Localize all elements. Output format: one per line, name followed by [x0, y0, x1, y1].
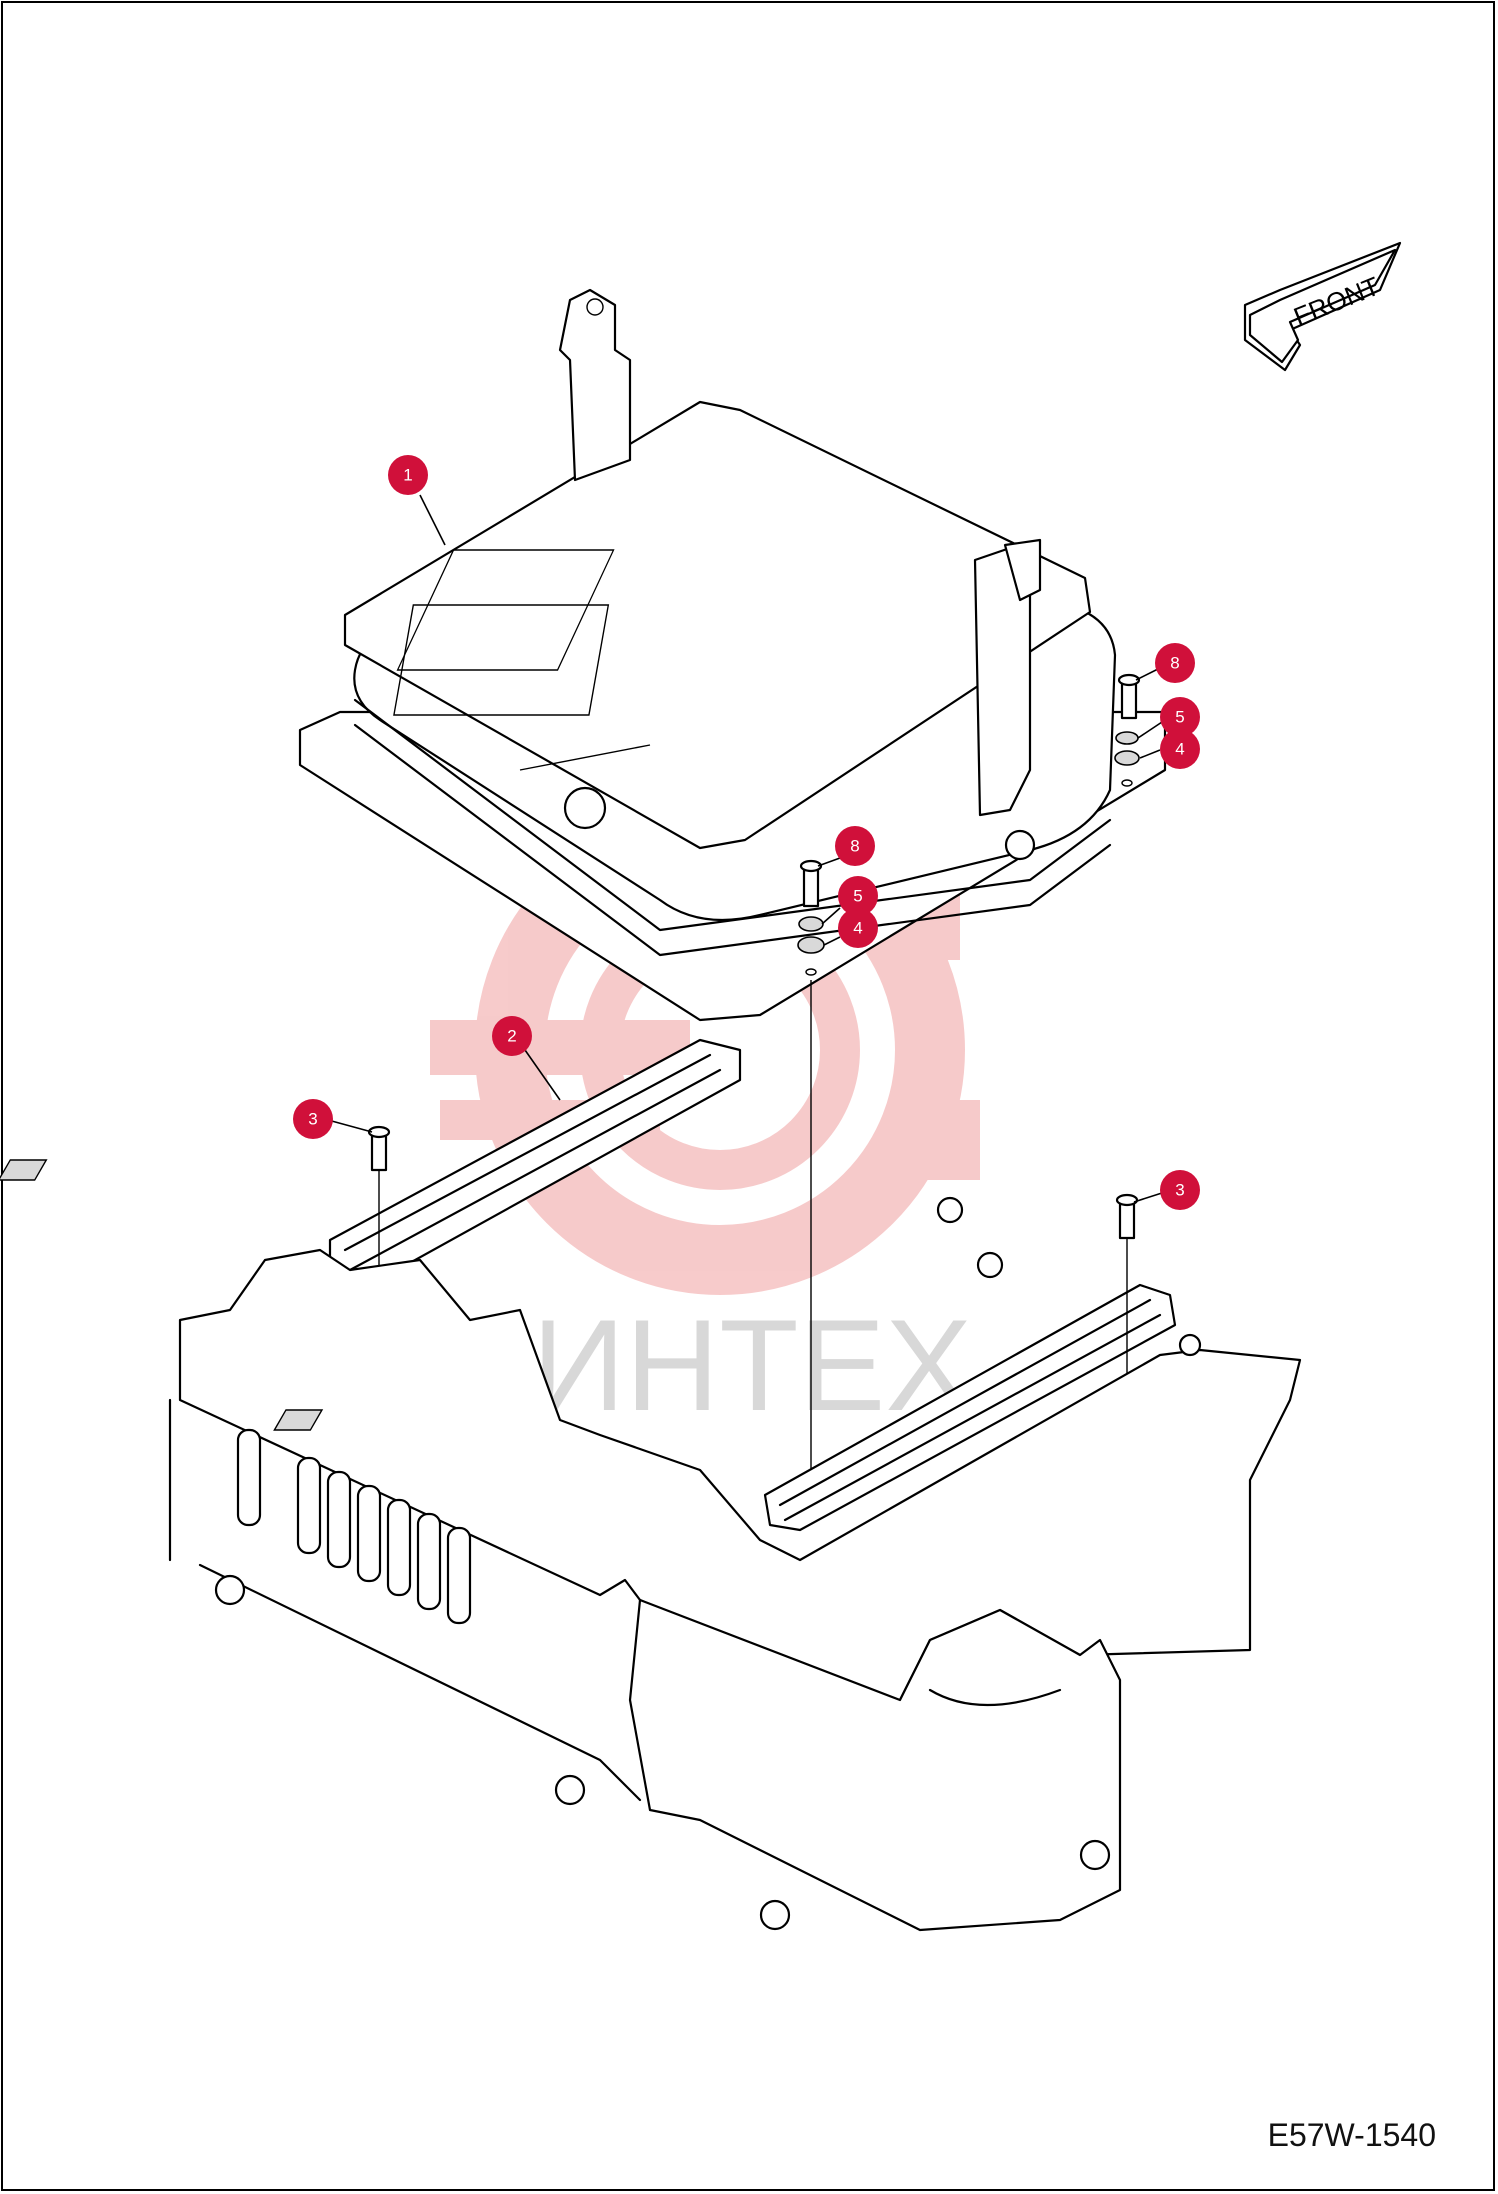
fastener-stack-right	[1114, 673, 1141, 787]
slide-rail-right	[763, 1283, 1177, 1532]
drawing-code: E57W-1540	[1267, 2117, 1436, 2153]
svg-text:8: 8	[850, 837, 859, 856]
callout-8-middle[interactable]: 8	[835, 826, 875, 866]
callout-1[interactable]: 1	[388, 455, 428, 495]
callout-4-right[interactable]: 4	[1160, 729, 1200, 769]
callout-4-middle[interactable]: 4	[838, 908, 878, 948]
svg-text:1: 1	[403, 466, 412, 485]
fastener-stack-middle	[797, 859, 825, 1490]
bolt-left	[367, 1125, 391, 1350]
svg-text:5: 5	[1175, 708, 1184, 727]
callout-5-right[interactable]: 5	[1160, 697, 1200, 737]
watermark-text: ИНТЕХ	[532, 1292, 972, 1438]
seat-suspension	[298, 288, 1167, 1022]
vent-slots	[236, 1428, 472, 1625]
callout-3-right[interactable]: 3	[1160, 1170, 1200, 1210]
callout-5-middle[interactable]: 5	[838, 876, 878, 916]
svg-text:4: 4	[1175, 740, 1184, 759]
svg-text:5: 5	[853, 887, 862, 906]
callout-3-left[interactable]: 3	[293, 1099, 333, 1139]
slide-rail-left	[328, 1038, 742, 1287]
svg-text:3: 3	[308, 1110, 317, 1129]
seat-base-housing	[0, 1159, 1302, 1932]
front-arrow	[1243, 241, 1402, 372]
svg-text:3: 3	[1175, 1181, 1184, 1200]
svg-text:8: 8	[1170, 654, 1179, 673]
callout-group	[327, 494, 1166, 1203]
callout-8-right[interactable]: 8	[1155, 643, 1195, 683]
svg-text:2: 2	[507, 1027, 516, 1046]
svg-text:4: 4	[853, 919, 862, 938]
callout-2[interactable]: 2	[492, 1016, 532, 1056]
